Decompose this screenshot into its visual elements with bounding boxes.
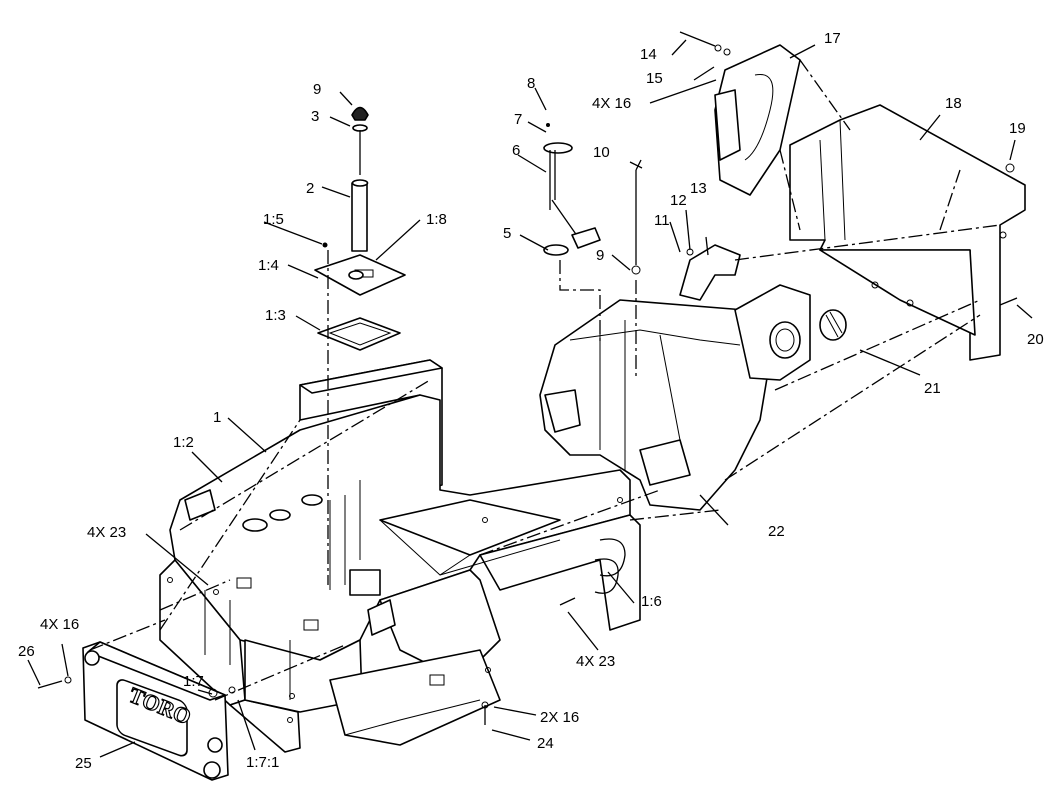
callout-1-2: 1:2 (173, 434, 194, 451)
bracket (679, 244, 741, 301)
rear-panel (789, 104, 1026, 361)
callout-9: 9 (596, 247, 604, 264)
callout-3: 3 (311, 108, 319, 125)
fuel-tank (539, 284, 847, 511)
callout-26: 26 (18, 643, 35, 660)
callout-11: 11 (654, 212, 670, 229)
callout-25: 25 (75, 755, 92, 772)
callout-4x23-left: 4X 23 (87, 524, 126, 541)
callout-2x16: 2X 16 (540, 709, 579, 726)
callout-10: 10 (593, 144, 610, 161)
callout-24: 24 (537, 735, 554, 752)
main-frame (159, 359, 641, 753)
leader-lines (27, 39, 1033, 758)
callout-1-4: 1:3 (265, 307, 286, 324)
callout-6: 6 (512, 142, 520, 159)
callout-13: 13 (690, 180, 707, 197)
callout-15: 15 (646, 70, 663, 87)
callout-12: 12 (670, 192, 687, 209)
callout-1-7: 1:7 (183, 673, 204, 690)
front-cover (82, 641, 229, 781)
callout-21: 21 (924, 380, 941, 397)
shield-bracket (714, 44, 801, 196)
callout-4: 9 (313, 81, 321, 98)
callout-22: 22 (768, 523, 785, 540)
callout-1: 1 (213, 409, 221, 426)
callout-20: 20 (1027, 331, 1044, 348)
callout-7: 7 (514, 111, 522, 128)
callout-18: 18 (945, 95, 962, 112)
callout-14: 14 (640, 46, 657, 63)
fuel-sender (543, 123, 601, 256)
callout-4x23-right: 4X 23 (576, 653, 615, 670)
callout-17: 17 (824, 30, 841, 47)
callout-1-7-1: 1:7:1 (246, 754, 279, 771)
callout-8: 8 (527, 75, 535, 92)
callout-1-6: 1:5 (263, 211, 284, 228)
callout-1-3: 1:6 (641, 593, 662, 610)
callout-5: 5 (503, 225, 511, 242)
callout-19: 19 (1009, 120, 1026, 137)
callout-1-8: 1:8 (426, 211, 447, 228)
callout-1-5: 1:4 (258, 257, 279, 274)
callout-4x16-left: 4X 16 (40, 616, 79, 633)
assembly-lines (89, 59, 1001, 701)
callout-labels: 9 3 2 1:5 1:8 1:4 1:3 1 1:2 4X 23 4X 16 … (18, 30, 1044, 772)
callout-2: 2 (306, 180, 314, 197)
cover-plates (314, 242, 406, 351)
callout-4x16-top: 4X 16 (592, 95, 631, 112)
filler-tube (351, 106, 369, 252)
